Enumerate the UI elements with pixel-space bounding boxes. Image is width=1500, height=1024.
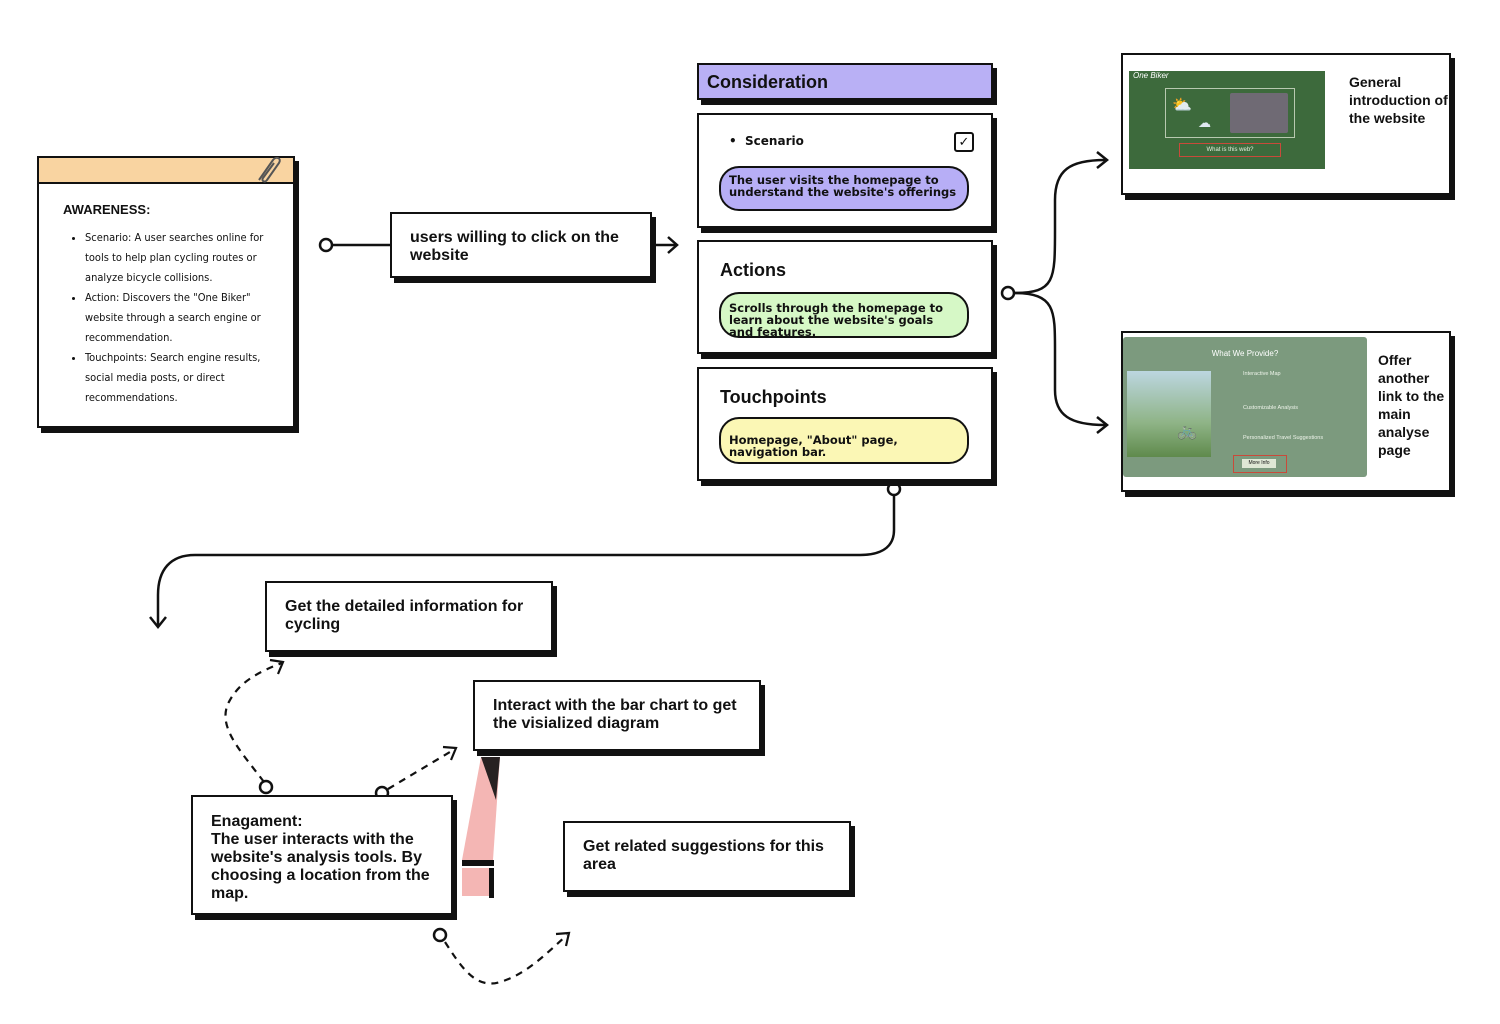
click-box-text: users willing to click on the website [410,229,619,264]
feature-1: Interactive Map [1243,371,1281,377]
connector-dot [886,481,902,497]
bar-chart-text: Interact with the bar chart to get the v… [493,697,737,732]
more-info-button[interactable]: More Info [1242,459,1276,468]
intro-screenshot: One Biker ⛅ ☁ What is this web? [1129,71,1325,169]
branch-top [1013,158,1106,295]
arrowhead [1096,416,1110,434]
arrowhead [1096,151,1110,169]
bicycle-icon: 🚲 [1177,423,1197,440]
awareness-card-header [39,158,293,184]
intro-card: One Biker ⛅ ☁ What is this web? General … [1121,53,1451,195]
cloud-icon: ☁ [1198,115,1211,130]
pink-accent-line [462,860,494,866]
consideration-header: Consideration [697,63,993,100]
scenario-label-row: • Scenario [729,134,804,148]
arrowhead [149,616,167,630]
touchpoints-pill: Homepage, "About" page, navigation bar. [719,417,969,464]
awareness-card: AWARENESS: Scenario: A user searches onl… [37,156,295,428]
analyse-screenshot: What We Provide? 🚲 Interactive Map Custo… [1123,337,1367,477]
consideration-title: Consideration [707,72,829,92]
connector-dot [318,237,334,253]
actions-title: Actions [720,260,787,280]
awareness-list: Scenario: A user searches online for too… [67,228,285,408]
dashed-arrow-suggestions [444,934,568,985]
feature-2: Customizable Analysis [1243,405,1299,411]
checkbox-checked-icon[interactable]: ✓ [954,132,974,152]
what-is-web-button[interactable]: What is this web? [1179,143,1281,157]
analyse-link-text: Offer another link to the main analyse p… [1378,352,1445,458]
click-box: users willing to click on the website [390,212,652,278]
detail-info-text: Get the detailed information for cycling [285,598,524,633]
scenario-card: • Scenario ✓ The user visits the homepag… [697,113,993,228]
suggestions-text: Get related suggestions for this area [583,838,824,873]
scenario-pill: The user visits the homepage to understa… [719,166,969,211]
pink-accent [462,868,494,896]
intro-text: General introduction of the website [1349,74,1448,126]
connector-dot [258,779,274,795]
more-info-highlight: More Info [1233,455,1287,473]
connector-dot [432,927,448,943]
engagement-text: Enagament: The user interacts with the w… [211,813,430,902]
arrowhead [667,236,679,254]
screenshot-title: One Biker [1133,71,1169,80]
dashed-arrow-chart [387,748,456,790]
scenario-label: Scenario [745,134,804,148]
screenshot-hero: ⛅ ☁ [1165,88,1295,138]
sun-cloud-icon: ⛅ [1172,97,1192,114]
actions-pill: Scrolls through the homepage to learn ab… [719,292,969,338]
analyse-link-card: What We Provide? 🚲 Interactive Map Custo… [1121,331,1451,492]
paperclip-icon [258,156,281,183]
pink-accent-shadow [481,757,500,800]
screenshot-title: What We Provide? [1211,349,1279,358]
connector-to-engagement [156,495,896,625]
city-image [1230,93,1288,133]
touchpoints-title: Touchpoints [720,387,827,407]
actions-card: Actions Scrolls through the homepage to … [697,240,993,354]
dashed-arrow-detail [224,661,283,783]
arrowhead [555,931,571,947]
bar-chart-box: Interact with the bar chart to get the v… [473,680,761,751]
cyclist-image: 🚲 [1127,371,1211,457]
awareness-item: Touchpoints: Search engine results, soci… [85,348,285,408]
feature-3: Personalized Travel Suggestions [1243,435,1324,441]
detail-info-box: Get the detailed information for cycling [265,581,553,652]
arrowhead [269,658,285,675]
awareness-title: AWARENESS: [63,202,151,217]
connector-dot [1000,285,1016,301]
touchpoints-card: Touchpoints Homepage, "About" page, navi… [697,367,993,481]
awareness-item: Action: Discovers the "One Biker" websit… [85,288,285,348]
awareness-item: Scenario: A user searches online for too… [85,228,285,288]
pink-accent-shadow [489,868,494,898]
arrowhead [442,745,458,761]
branch-bottom [1013,291,1106,427]
suggestions-box: Get related suggestions for this area [563,821,851,892]
engagement-box: Enagament: The user interacts with the w… [191,795,453,915]
